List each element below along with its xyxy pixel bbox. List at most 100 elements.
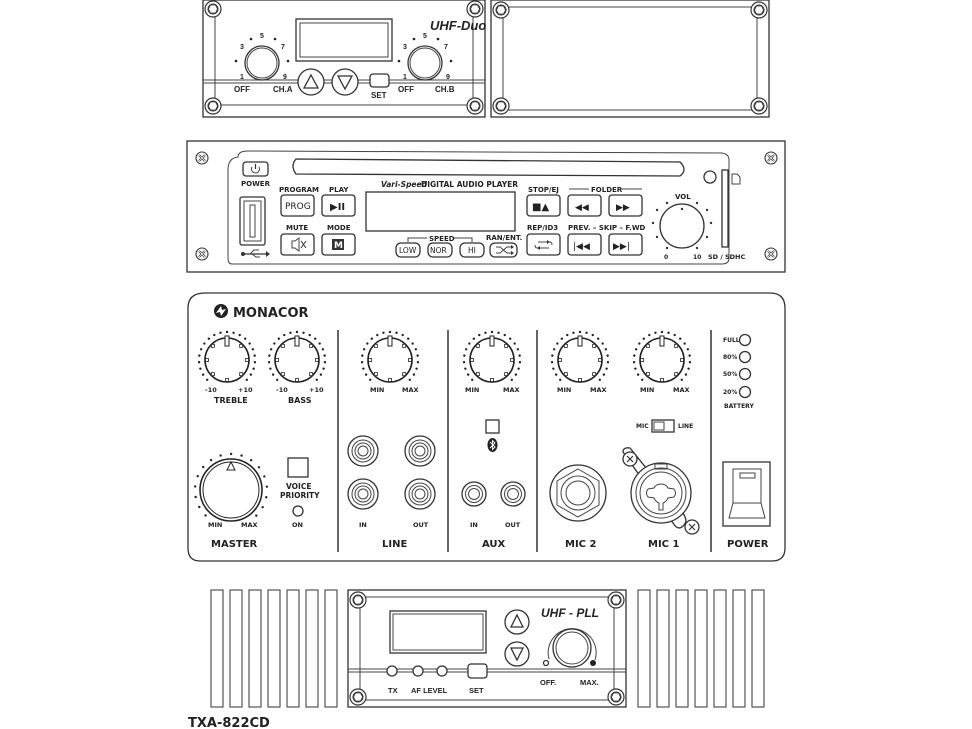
play-pause-button[interactable] xyxy=(321,194,356,217)
aux-out-jack[interactable] xyxy=(500,481,526,507)
scale-dot xyxy=(289,331,292,334)
mic2-jack[interactable] xyxy=(549,464,607,522)
aux-in-jack[interactable] xyxy=(461,481,487,507)
master-volume-knob[interactable] xyxy=(193,452,269,522)
sd-card-slot[interactable] xyxy=(721,169,729,248)
mic1-combo-jack[interactable] xyxy=(622,447,700,535)
treble-knob[interactable] xyxy=(197,330,257,383)
power-button[interactable] xyxy=(242,161,269,177)
set-button[interactable] xyxy=(369,73,390,88)
battery-20-label: 20% xyxy=(723,389,737,396)
scale-label: 7 xyxy=(444,44,448,51)
mixer-panel: MONACOR -10 +10 TREBLE -10 +10 BASS MIN … xyxy=(187,292,786,562)
sd-card-icon xyxy=(731,173,741,185)
line-out-jack-top[interactable] xyxy=(404,435,436,467)
speed-hi-button[interactable] xyxy=(459,242,485,258)
channel-a-knob[interactable] xyxy=(234,37,290,81)
pll-up-button[interactable] xyxy=(504,609,530,635)
scale-dot xyxy=(255,514,258,517)
power-label: POWER xyxy=(241,180,271,188)
heatsink-fin xyxy=(324,589,338,708)
scale-dot xyxy=(687,367,690,370)
knob-pointer xyxy=(659,335,665,347)
speed-label: SPEED xyxy=(429,235,455,243)
repeat-button[interactable] xyxy=(526,233,561,256)
battery-80-label: 80% xyxy=(723,354,737,361)
digital-audio-player-panel: POWER PROGRAM PROG PLAY ▶II MUTE MODE xyxy=(186,140,786,273)
scale-dot xyxy=(517,367,520,370)
heatsink-fin xyxy=(732,589,746,708)
scale-dot xyxy=(245,378,248,381)
up-button[interactable] xyxy=(297,68,325,96)
aux-out-label: OUT xyxy=(505,521,521,529)
skip-next-button[interactable] xyxy=(608,233,643,256)
scale-dot xyxy=(203,342,206,345)
mic1-max-label: MAX xyxy=(673,386,690,394)
screw-icon xyxy=(750,1,768,19)
line-gain-knob[interactable] xyxy=(360,330,420,383)
line-out-jack-bottom[interactable] xyxy=(404,478,436,510)
heatsink-fin xyxy=(210,589,224,708)
speed-nor-button[interactable] xyxy=(427,242,453,258)
scale-dot xyxy=(271,373,275,376)
down-button[interactable] xyxy=(331,68,359,96)
scale-dot xyxy=(591,333,594,337)
prog-button[interactable] xyxy=(280,194,315,217)
speed-low-button[interactable] xyxy=(395,242,421,258)
scale-dot xyxy=(585,331,588,334)
pll-set-button[interactable] xyxy=(467,663,488,679)
aux-gain-knob[interactable] xyxy=(462,330,522,383)
scale-dot xyxy=(468,342,471,345)
scale-label: 9 xyxy=(283,74,287,81)
uhf-pll-display xyxy=(389,610,487,654)
scale-dot xyxy=(251,348,255,351)
pll-volume-knob[interactable] xyxy=(547,628,597,668)
disc-slot[interactable] xyxy=(292,158,685,177)
bass-knob[interactable] xyxy=(267,330,327,383)
folder-prev-button[interactable] xyxy=(567,194,602,217)
random-button[interactable] xyxy=(489,242,518,258)
scale-dot xyxy=(257,466,261,469)
scale-dot xyxy=(560,337,564,340)
scale-dot xyxy=(219,331,222,334)
folder-next-button[interactable] xyxy=(608,194,643,217)
channel-a-label: CH.A xyxy=(273,85,293,94)
voice-priority-button[interactable] xyxy=(287,457,309,478)
scale-dot xyxy=(471,378,474,381)
heatsink-fin xyxy=(305,589,319,708)
scale-dot xyxy=(269,367,272,370)
off-indicator xyxy=(542,659,550,667)
line-in-jack-bottom[interactable] xyxy=(347,478,379,510)
heatsink-fin xyxy=(637,589,651,708)
mic2-label: MIC 2 xyxy=(565,539,596,550)
scale-dot xyxy=(634,348,638,351)
screw-icon xyxy=(194,246,210,262)
mute-button[interactable] xyxy=(280,233,315,256)
scale-dot xyxy=(464,348,468,351)
speed-nor-label: NOR xyxy=(430,246,447,255)
heatsink-fin xyxy=(248,589,262,708)
uhf-pll-title: UHF - PLL xyxy=(541,606,599,620)
vol-min-label: 0 xyxy=(664,254,668,261)
bluetooth-button[interactable] xyxy=(485,419,500,434)
channel-b-knob[interactable] xyxy=(397,37,453,81)
volume-knob[interactable] xyxy=(659,203,705,249)
usb-port[interactable] xyxy=(239,196,266,246)
player-display xyxy=(365,191,516,232)
scale-dot xyxy=(361,354,364,357)
scale-dot xyxy=(684,373,688,376)
skip-prev-button[interactable] xyxy=(567,233,602,256)
mic1-gain-knob[interactable] xyxy=(632,330,692,383)
sd-label: SD / SDHC xyxy=(708,253,745,261)
power-rocker-switch[interactable] xyxy=(722,461,771,527)
mic-line-switch[interactable] xyxy=(651,419,675,433)
stop-eject-button[interactable] xyxy=(526,194,561,217)
stop-eject-icon: ■▲ xyxy=(532,202,549,213)
mic2-gain-knob[interactable] xyxy=(550,330,610,383)
screw-icon xyxy=(763,150,779,166)
off-label: OFF xyxy=(398,85,414,94)
scale-dot xyxy=(198,505,201,509)
pll-down-button[interactable] xyxy=(504,641,530,667)
line-in-jack-top[interactable] xyxy=(347,435,379,467)
bass-max-label: +10 xyxy=(309,386,324,394)
